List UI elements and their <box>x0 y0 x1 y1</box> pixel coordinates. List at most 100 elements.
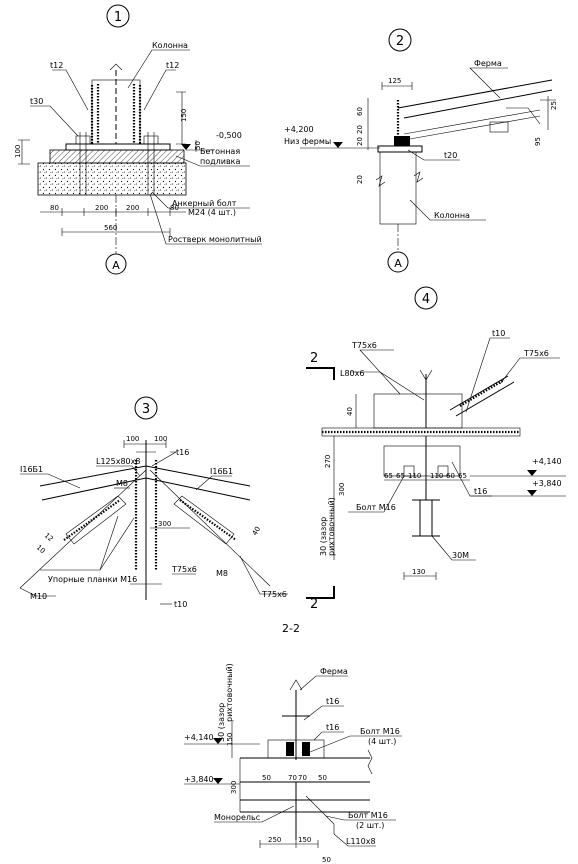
dim-10: 10 <box>35 543 47 555</box>
dim-40: 40 <box>251 525 262 537</box>
cut-label-bottom: 2 <box>310 597 318 612</box>
label-column-2: Колонна <box>434 211 470 220</box>
dim-150: 150 <box>180 109 188 122</box>
label-beam-30m: 30М <box>452 551 469 560</box>
label-t75-right-node4: T75x6 <box>523 349 549 358</box>
truss-top-chord <box>397 79 553 109</box>
concrete-grout <box>49 149 185 164</box>
label-gap: 30 (зазор <box>319 517 328 556</box>
label-angle-110: L110x8 <box>346 837 376 846</box>
node-3-marker: 3 <box>142 402 150 417</box>
node-1-marker: 1 <box>114 10 122 25</box>
dim-bottom-1: 65 <box>396 472 405 480</box>
dim-150-b: 150 <box>298 836 311 844</box>
label-i16-right: I16Б1 <box>210 467 233 476</box>
node-4-marker: 4 <box>422 292 430 307</box>
node-2: 2 125 60 20 20 20 25 95 +4,200 Низ фермы <box>284 28 558 273</box>
label-t75-right: T75x6 <box>171 565 197 574</box>
dim-300: 300 <box>158 520 171 528</box>
label-m8-left: М8 <box>116 479 128 488</box>
label-angle-125: L125x80x8 <box>96 457 140 466</box>
dim-300-node4: 300 <box>338 483 346 496</box>
label-level-4200: +4,200 <box>284 125 314 134</box>
label-t10-node4: t10 <box>492 329 505 338</box>
label-i16-left: I16Б1 <box>20 465 43 474</box>
label-t16-node3: t16 <box>176 448 189 457</box>
label-bolt-b: Болт М16 <box>348 811 388 820</box>
base-plate <box>65 143 171 151</box>
label-gap-sec: 30 (зазор <box>217 703 226 742</box>
label-t16-b: t16 <box>326 723 339 732</box>
label-bolt-a: Болт М16 <box>360 727 400 736</box>
label-level-4140-sec: +4,140 <box>184 733 214 742</box>
dim-200-right: 200 <box>126 204 139 212</box>
dim-70-a: 70 <box>288 774 297 782</box>
dim-150-sec: 150 <box>226 733 234 746</box>
dim-bottom-5: 65 <box>458 472 467 480</box>
grillage <box>37 162 187 196</box>
dim-20-b: 20 <box>356 137 364 146</box>
label-angle-80: L80x6 <box>340 369 364 378</box>
node-marker-circle <box>106 4 130 28</box>
dim-560: 560 <box>104 224 117 232</box>
label-truss-bottom: Низ фермы <box>284 137 331 146</box>
label-anchor-bolt: Анкерный болт <box>172 199 237 208</box>
label-t30: t30 <box>30 97 43 106</box>
axis-a-label: А <box>112 259 120 272</box>
dim-bottom-0: 65 <box>384 472 393 480</box>
label-m10: М10 <box>30 592 47 601</box>
label-t75-bottom: T75x6 <box>261 590 287 599</box>
label-truss: Ферма <box>474 59 502 68</box>
label-gap-sec-2: рихтовочный) <box>225 663 234 722</box>
dim-130: 130 <box>412 568 425 576</box>
label-column: Колонна <box>152 41 188 50</box>
column-2 <box>379 151 417 225</box>
label-bolt-m16: Болт М16 <box>356 503 396 512</box>
label-t75-left: T75x6 <box>351 341 377 350</box>
dim-12: 12 <box>43 531 55 543</box>
label-bolt-a-2: (4 шт.) <box>368 737 396 746</box>
label-level-3840: +3,840 <box>532 479 562 488</box>
label-t12-left: t12 <box>50 61 63 70</box>
label-t10-node3: t10 <box>174 600 187 609</box>
label-t12-right: t12 <box>166 61 179 70</box>
label-t20: t20 <box>444 151 457 160</box>
node-4: 4 2 2 40 270 300 30 (зазор рихтовочный) <box>306 286 566 612</box>
dim-200-left: 200 <box>95 204 108 212</box>
dim-20-c: 20 <box>356 175 364 184</box>
dim-100-a: 100 <box>126 435 139 443</box>
cut-label-top: 2 <box>310 351 318 366</box>
label-level-minus-0500: -0,500 <box>216 131 242 140</box>
dim-25: 25 <box>550 101 558 110</box>
dim-bottom-2: 110 <box>408 472 421 480</box>
label-t16-node4: t16 <box>474 487 487 496</box>
label-t16-a: t16 <box>326 697 339 706</box>
dim-100: 100 <box>14 145 22 158</box>
dim-70-b: 70 <box>298 774 307 782</box>
label-stop-plates: Упорные планки М16 <box>48 575 137 584</box>
dim-bottom-4: 60 <box>446 472 455 480</box>
dim-250: 250 <box>268 836 281 844</box>
dim-40-node4: 40 <box>346 407 354 416</box>
label-concrete-pad: Бетонная <box>200 147 240 156</box>
dim-95: 95 <box>534 137 542 146</box>
node-3: 3 100 100 300 40 10 12 L125x80x8 t16 I16… <box>19 396 288 609</box>
dim-300-sec: 300 <box>230 781 238 794</box>
axis-a-label-2: А <box>394 257 402 270</box>
section-2-2: 2-2 150 300 30 (зазор рихтовочный) 50 70… <box>184 622 402 864</box>
dim-270: 270 <box>324 455 332 468</box>
label-gap-2: рихтовочный) <box>327 497 336 556</box>
dim-20-a: 20 <box>356 125 364 134</box>
section-title: 2-2 <box>282 622 300 635</box>
node-1: 1 150 50 100 80 200 200 80 560 <box>14 4 262 275</box>
label-grillage: Ростверк монолитный <box>168 235 262 244</box>
dim-60: 60 <box>356 107 364 116</box>
label-monorail: Монорельс <box>214 813 260 822</box>
label-concrete-pad-2: подливка <box>200 157 241 166</box>
dim-bottom-3: 110 <box>430 472 443 480</box>
dim-100-b: 100 <box>154 435 167 443</box>
label-m8-right: М8 <box>216 569 228 578</box>
label-anchor-bolt-2: М24 (4 шт.) <box>188 208 236 217</box>
dim-50-b: 50 <box>318 774 327 782</box>
